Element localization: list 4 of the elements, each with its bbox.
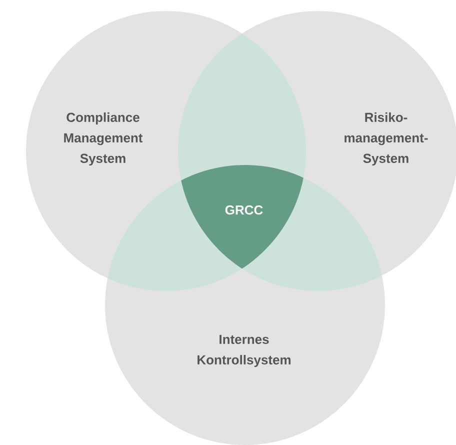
circle-label: Internes Kontrollsystem	[198, 334, 290, 368]
circle-label: Risiko- management- System	[344, 112, 428, 166]
circle-label: Compliance Management System	[64, 112, 143, 166]
intersection-label: GRCC	[225, 205, 263, 215]
